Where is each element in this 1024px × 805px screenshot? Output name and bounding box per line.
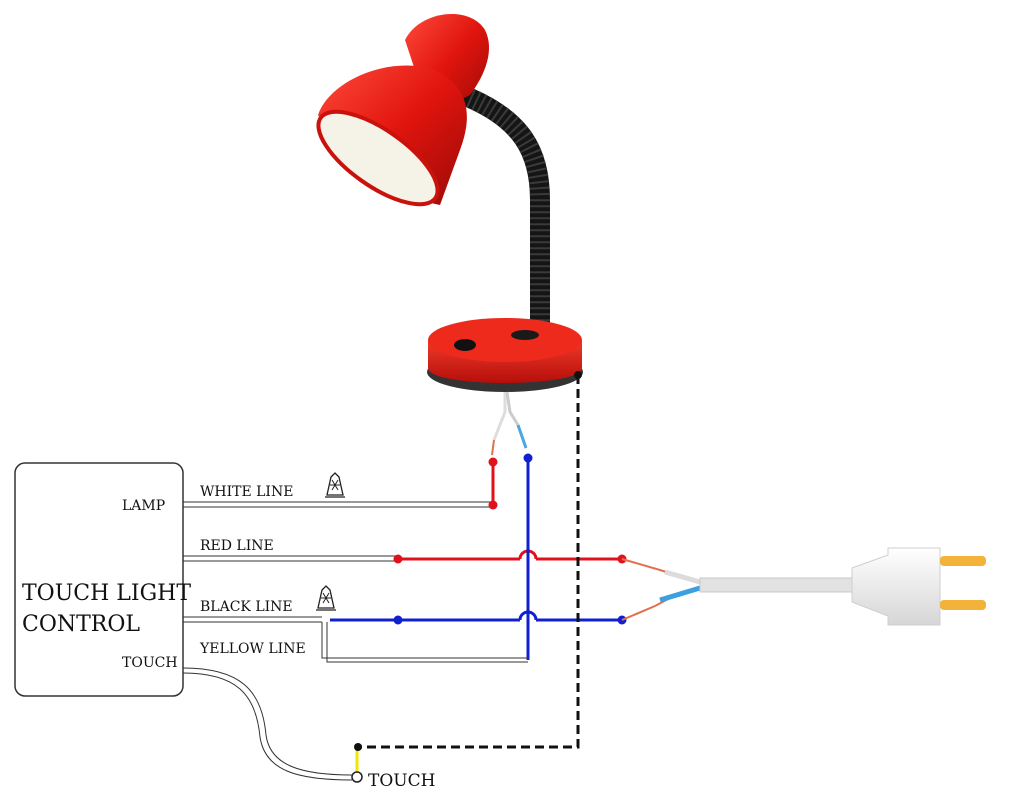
lamp-shade-opening (316, 109, 440, 207)
yellow-line-label: YELLOW LINE (199, 641, 306, 657)
lamp-switch (454, 339, 476, 351)
white-line-wire (183, 457, 498, 510)
red-line-wire (183, 549, 627, 564)
touch-point-icon (351, 771, 363, 783)
yellow-line-wire (321, 622, 528, 663)
wire-connector-white-icon (325, 472, 345, 498)
red-line-label: RED LINE (200, 538, 274, 554)
desk-lamp-illustration (316, 13, 583, 456)
touch-light-control-box (14, 462, 184, 697)
touch-port-label: TOUCH (122, 655, 178, 671)
white-line-label: WHITE LINE (200, 484, 293, 500)
blue-lamp-return-wire (523, 453, 533, 660)
control-box-title-line1: TOUCH LIGHT (22, 581, 191, 606)
black-line-label: BLACK LINE (200, 599, 293, 615)
lamp-port-label: LAMP (122, 498, 165, 514)
power-plug-icon (851, 547, 986, 626)
wire-connector-black-icon (316, 585, 336, 611)
control-box-title-line2: CONTROL (22, 612, 140, 637)
power-cord (621, 558, 861, 621)
touch-point-label: TOUCH (368, 771, 435, 791)
touch-sense-dashed-line (354, 371, 582, 751)
touch-cable (182, 667, 363, 783)
